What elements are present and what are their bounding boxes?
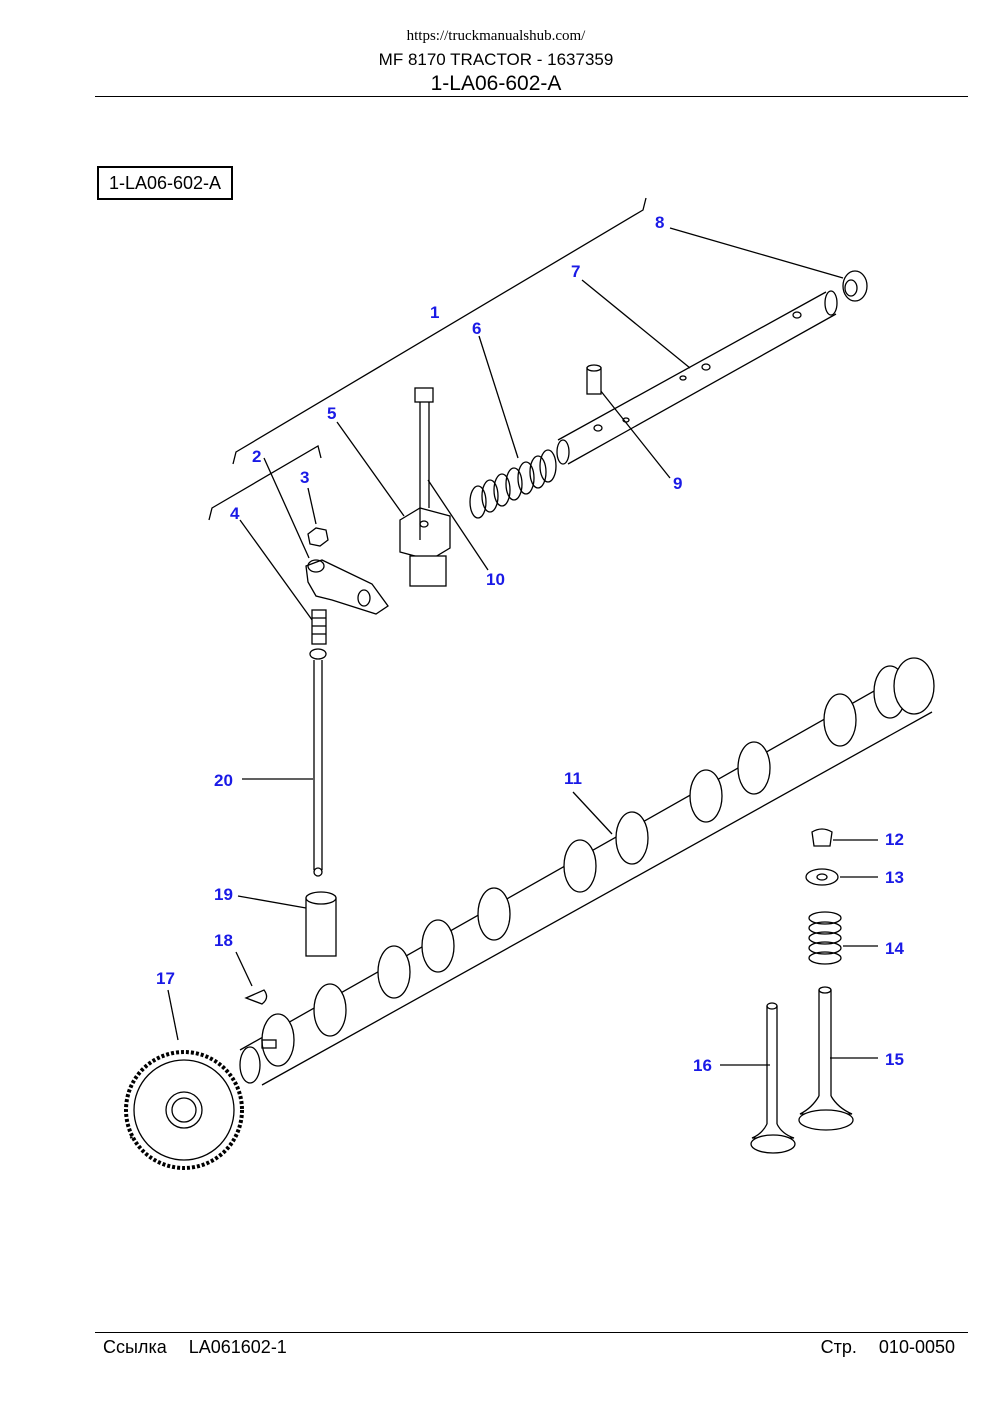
camshaft-lobes <box>261 657 935 1067</box>
callout-8: 8 <box>655 213 664 232</box>
callout-11: 11 <box>564 769 582 788</box>
rocker-spring-6 <box>469 449 557 519</box>
callout-10: 10 <box>486 570 505 589</box>
footer-page-value: 010-0050 <box>878 1337 955 1357</box>
callout-18: 18 <box>214 931 233 950</box>
callout-5: 5 <box>327 404 336 423</box>
callout-4: 4 <box>230 504 240 523</box>
footer-divider <box>95 1332 968 1333</box>
group-bracket-1 <box>232 197 647 465</box>
document-title: MF 8170 TRACTOR - 1637359 <box>378 50 614 69</box>
callout-14: 14 <box>885 939 904 958</box>
callout-13: 13 <box>885 868 904 887</box>
valve-spring-14 <box>808 911 842 965</box>
footer-page: Стр. 010-0050 <box>821 1337 955 1358</box>
callout-3: 3 <box>300 468 309 487</box>
callout-20: 20 <box>214 771 233 790</box>
callout-19: 19 <box>214 885 233 904</box>
callout-2: 2 <box>252 447 261 466</box>
callout-12: 12 <box>885 830 904 849</box>
callout-6: 6 <box>472 319 481 338</box>
footer-reference: Ссылка LA061602-1 <box>103 1337 287 1358</box>
footer-ref-label: Ссылка <box>103 1337 167 1357</box>
footer-page-label: Стр. <box>820 1337 857 1357</box>
callout-17: 17 <box>156 969 175 988</box>
callout-7: 7 <box>571 262 580 281</box>
callout-1: 1 <box>430 303 439 322</box>
source-url[interactable]: https://truckmanualshub.com/ <box>406 28 586 44</box>
header-divider <box>95 96 968 97</box>
footer-ref-value: LA061602-1 <box>188 1337 287 1357</box>
callout-9: 9 <box>673 474 682 493</box>
document-subtitle: 1-LA06-602-A <box>430 72 562 95</box>
callout-15: 15 <box>885 1050 904 1069</box>
group-bracket-2 <box>208 445 322 521</box>
callout-16: 16 <box>693 1056 712 1075</box>
diagram-reference-box: 1-LA06-602-A <box>97 166 233 200</box>
